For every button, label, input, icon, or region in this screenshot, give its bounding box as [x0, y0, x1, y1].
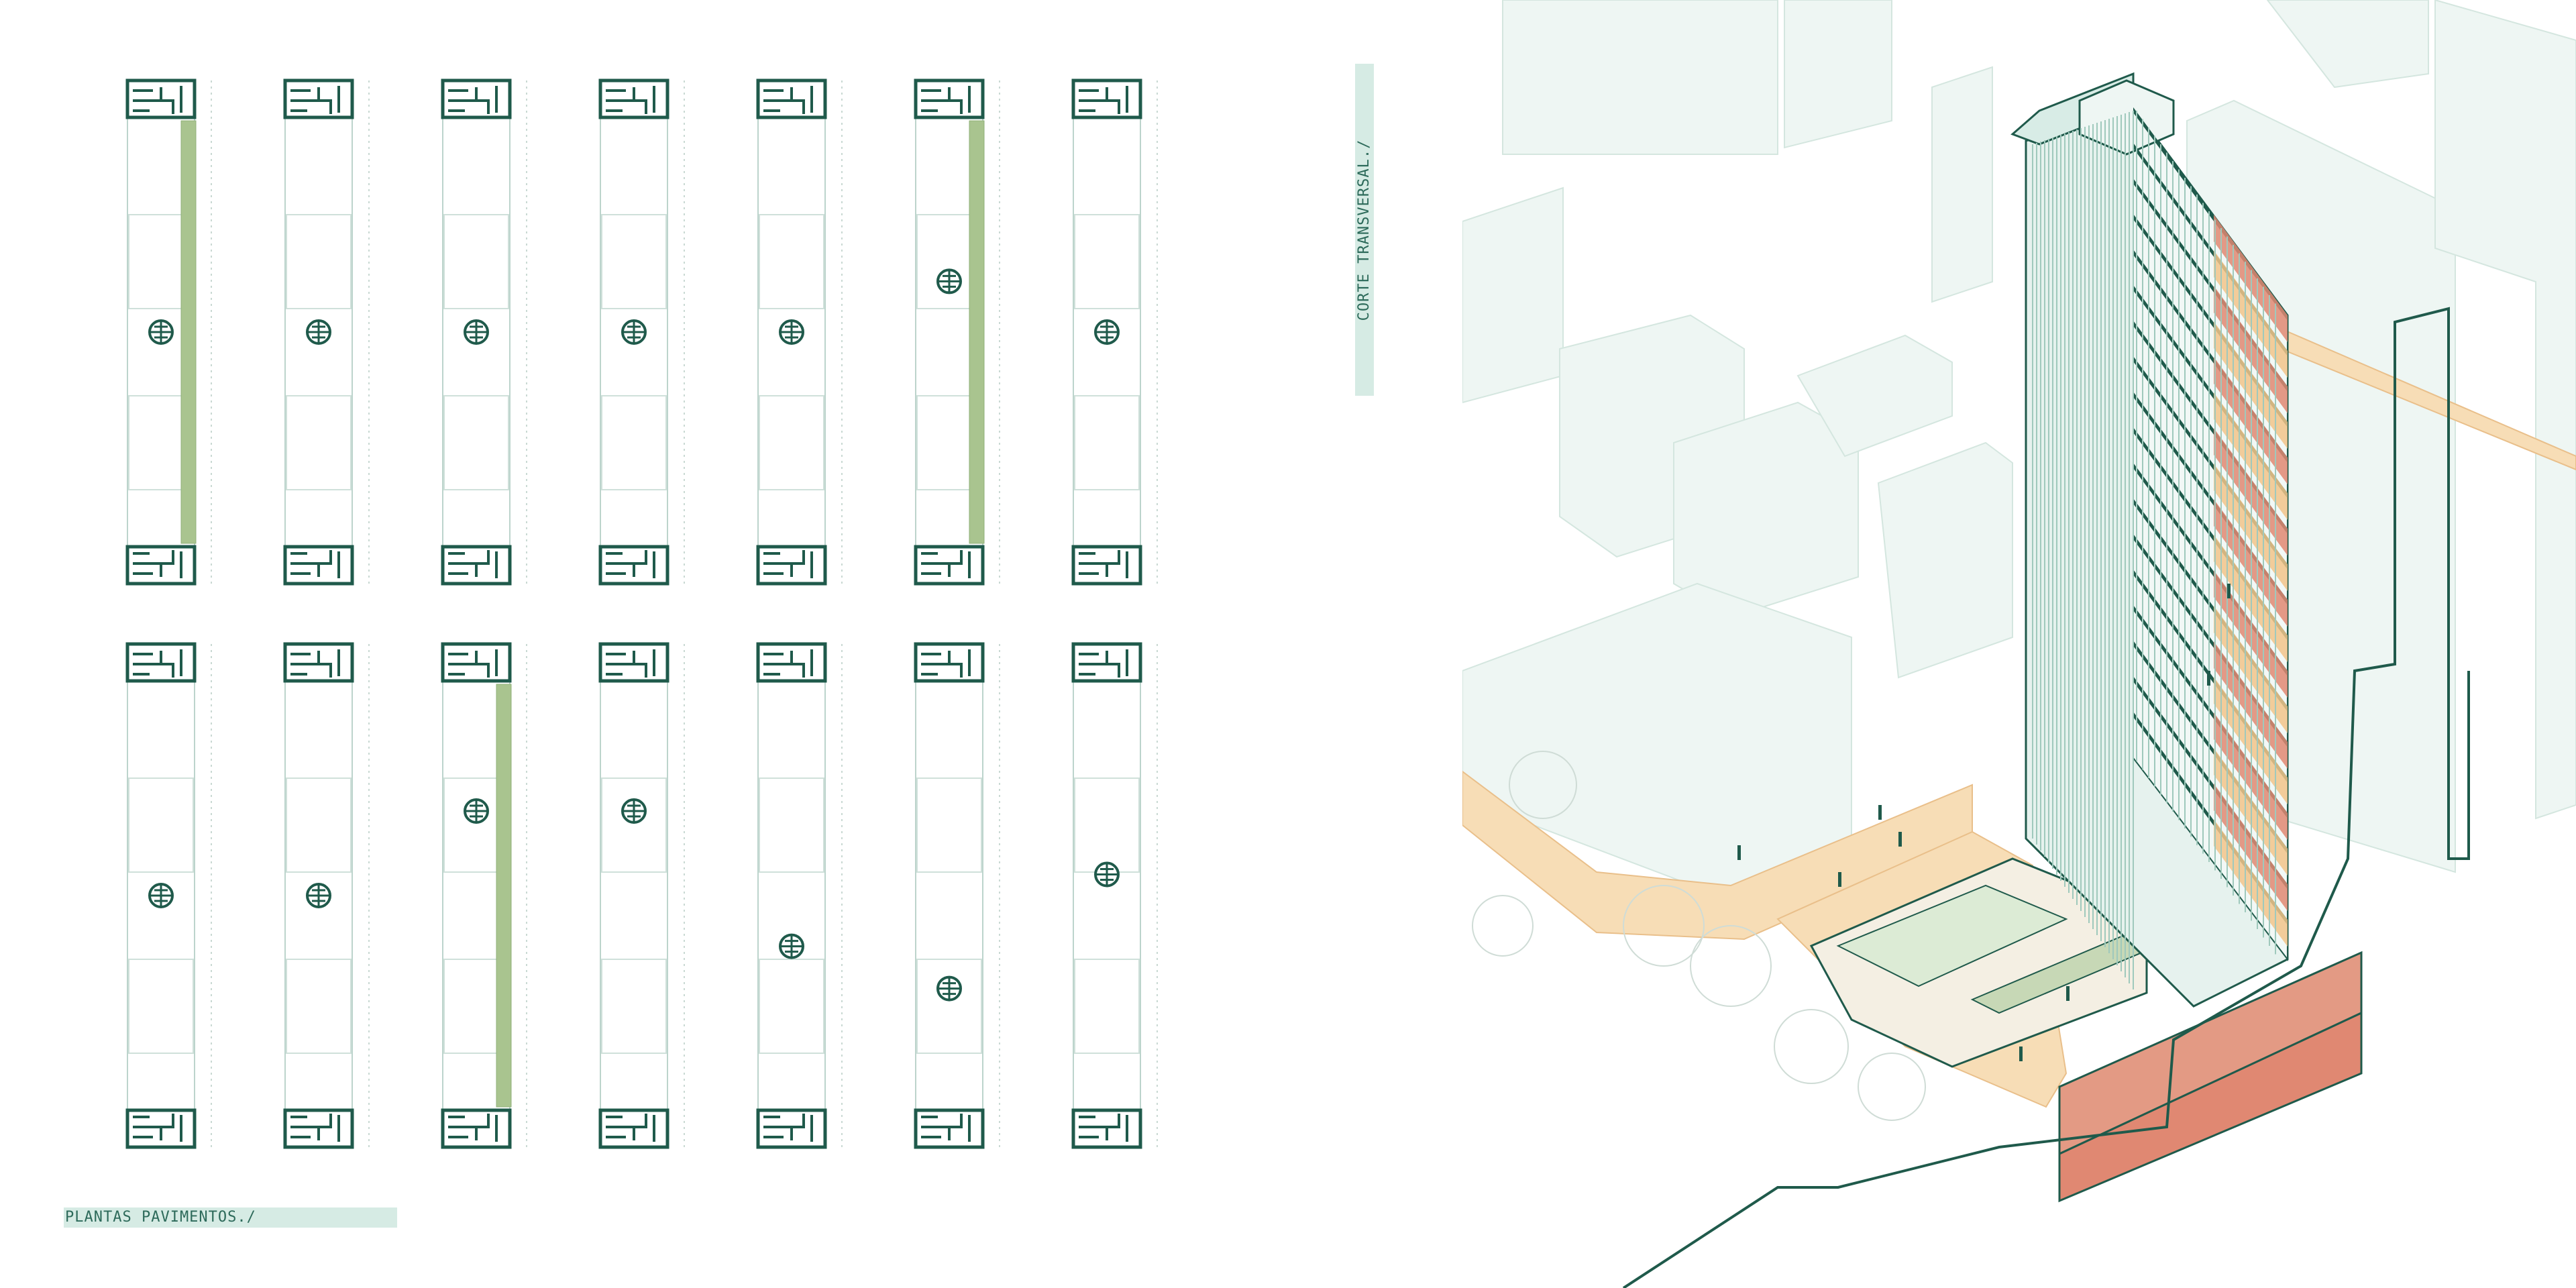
floor-plans-label: PLANTAS PAVIMENTOS./ — [64, 1208, 397, 1228]
floor-plan — [1071, 642, 1158, 1149]
floor-plan — [125, 78, 212, 586]
cross-section-label-text: CORTE TRANSVERSAL./ — [1356, 139, 1373, 321]
cross-section-label: CORTE TRANSVERSAL./ — [1355, 64, 1374, 396]
floor-plans-label-text: PLANTAS PAVIMENTOS./ — [65, 1209, 256, 1226]
floor-plan — [914, 642, 1000, 1149]
podium — [1809, 857, 2176, 1068]
basement-floors — [2058, 951, 2363, 1203]
floor-plan — [598, 642, 685, 1149]
floor-plan — [598, 78, 685, 586]
floor-plans-grid — [125, 78, 1158, 1149]
floor-plan — [441, 78, 527, 586]
floor-plan — [756, 642, 843, 1149]
floor-plan — [441, 642, 527, 1149]
people — [1737, 584, 2231, 1061]
floor-plan — [756, 78, 843, 586]
floor-plan — [1071, 78, 1158, 586]
floor-plan — [125, 642, 212, 1149]
floor-plan — [283, 642, 370, 1149]
floor-plan — [283, 78, 370, 586]
trees — [1472, 751, 1926, 1121]
floor-plan — [914, 78, 1000, 586]
tower-facade-fins — [2032, 111, 2276, 989]
axonometric-section-drawing — [1462, 0, 2576, 1288]
section-cut-line — [1622, 307, 2470, 1288]
